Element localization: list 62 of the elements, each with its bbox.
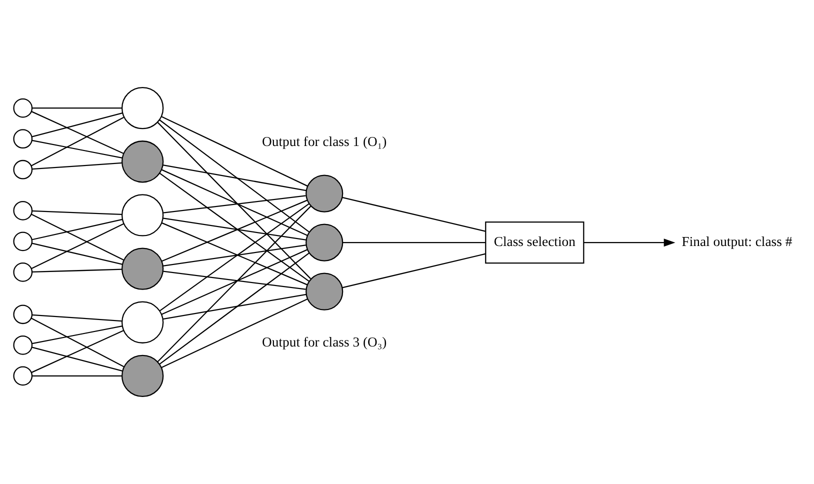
- node-circle: [121, 301, 164, 344]
- connector: [32, 140, 122, 158]
- connector: [342, 242, 486, 244]
- connector: [159, 252, 310, 365]
- connector: [162, 244, 306, 267]
- connector: [32, 112, 122, 138]
- connector: [32, 314, 122, 322]
- connector: [32, 218, 122, 240]
- node-circle: [13, 232, 33, 252]
- connector: [162, 200, 308, 262]
- connector: [32, 242, 122, 265]
- node-label: Output for class 3 (O₃): [262, 334, 387, 350]
- node-circle: [13, 335, 33, 355]
- connector: [32, 162, 122, 170]
- connector: [31, 110, 124, 154]
- node-circle: [13, 366, 33, 386]
- connector: [31, 318, 124, 368]
- connector: [157, 206, 312, 362]
- arrow: [584, 238, 676, 247]
- connector: [162, 294, 306, 320]
- node-circle: [13, 98, 33, 118]
- node-circle: [306, 272, 344, 310]
- connector: [159, 203, 310, 312]
- connector: [32, 346, 122, 372]
- connector: [32, 326, 122, 344]
- connector: [161, 116, 308, 187]
- node-circle: [121, 248, 164, 290]
- node-text: Final output: class #: [682, 234, 792, 250]
- connector: [163, 270, 306, 290]
- connector: [162, 222, 308, 286]
- connector: [31, 330, 124, 374]
- connector: [32, 108, 122, 109]
- connector: [162, 218, 306, 241]
- node-circle: [13, 129, 33, 149]
- connector: [159, 172, 310, 282]
- connector: [163, 195, 306, 214]
- node-circle: [13, 200, 33, 220]
- node-circle: [121, 140, 164, 183]
- connector: [32, 375, 122, 376]
- node-circle: [121, 87, 164, 130]
- connector: [31, 116, 124, 166]
- connector: [159, 120, 310, 232]
- node-circle: [306, 224, 344, 262]
- node-label: Output for class 1 (O₁): [262, 134, 387, 149]
- connector: [157, 122, 311, 280]
- connector: [32, 268, 122, 273]
- connector: [342, 196, 486, 232]
- node-circle: [13, 160, 33, 180]
- node-circle: [13, 304, 33, 324]
- node-circle: [121, 194, 164, 236]
- node-circle: [306, 174, 344, 212]
- connector: [161, 298, 308, 368]
- connector: [342, 253, 486, 288]
- connector: [161, 249, 308, 315]
- node-box: Class selection: [485, 221, 584, 264]
- connector: [31, 223, 124, 270]
- connector: [32, 210, 122, 216]
- connector: [162, 164, 306, 192]
- node-circle: [13, 262, 33, 282]
- node-circle: [121, 354, 164, 397]
- connector: [161, 169, 308, 236]
- connector: [31, 214, 124, 261]
